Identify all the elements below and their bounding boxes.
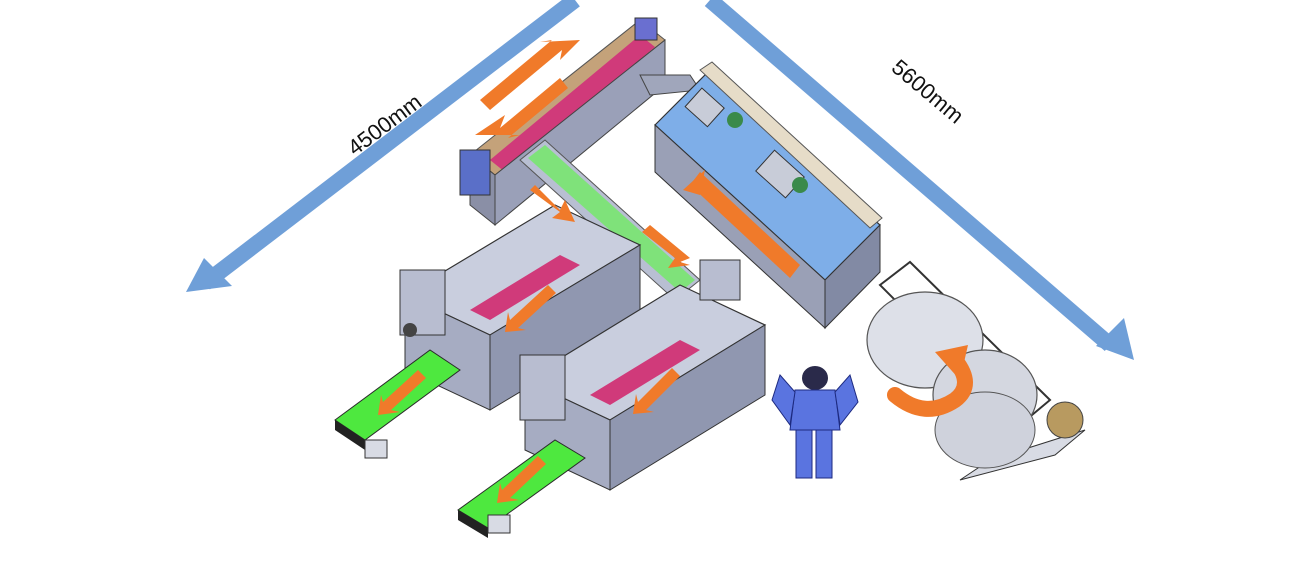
- dimension-arrow-length: [704, 0, 1134, 360]
- rotation-arrow-icon: [887, 345, 973, 417]
- flow-arrow-icon: [690, 172, 800, 278]
- length-dimension-label: 5600mm: [887, 54, 969, 128]
- flow-arrow-icon: [633, 368, 680, 414]
- flow-arrow-icon: [683, 170, 705, 195]
- flow-arrow-icon: [475, 78, 568, 138]
- flow-arrow-icon: [480, 40, 580, 110]
- dimension-arrow-width: [186, 0, 580, 292]
- flow-arrow-icon: [530, 185, 575, 222]
- flow-arrow-icon: [642, 225, 690, 268]
- flow-arrow-icon: [505, 285, 556, 332]
- flow-arrow-icon: [497, 456, 546, 503]
- flow-arrow-icon: [378, 370, 426, 415]
- operator-figure-icon: [771, 366, 859, 479]
- welding-machine-2: [519, 259, 767, 491]
- output-conveyor-2: [457, 439, 586, 538]
- transfer-conveyor-diagonal: [519, 74, 701, 301]
- welding-machine-1: [399, 204, 642, 411]
- transfer-conveyor-top: [459, 17, 666, 227]
